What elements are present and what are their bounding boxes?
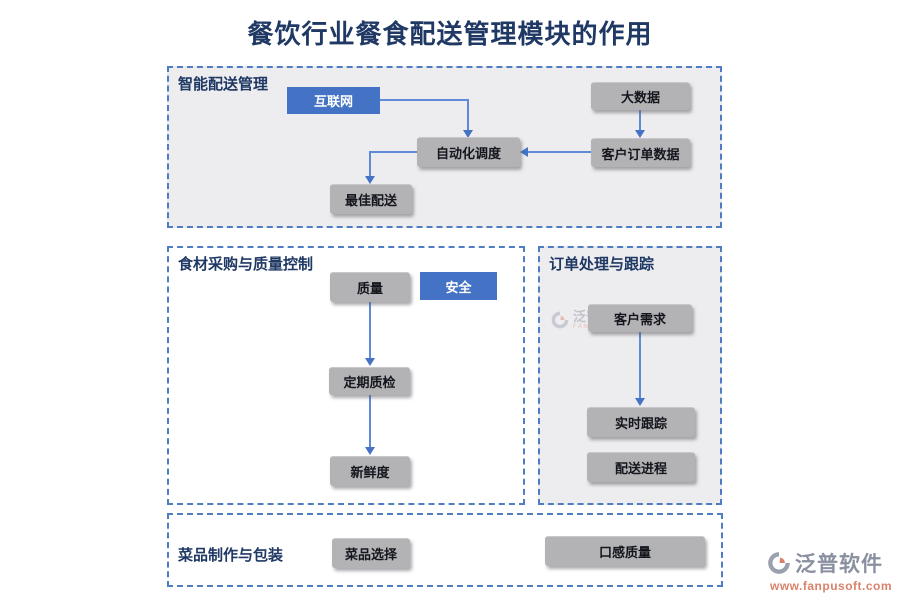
node-internet: 互联网: [287, 87, 380, 114]
fanpu-logo: 泛普软件 www.fanpusoft.com: [766, 548, 892, 593]
node-big-data: 大数据: [591, 82, 690, 110]
node-safety: 安全: [420, 272, 497, 300]
node-freshness: 新鲜度: [330, 456, 410, 486]
brand-name: 泛普软件: [795, 553, 883, 576]
section-label-order-tracking: 订单处理与跟踪: [549, 256, 655, 273]
node-periodic-inspection: 定期质检: [329, 367, 410, 395]
node-realtime-tracking: 实时跟踪: [587, 407, 695, 437]
arrowhead-down-icon: [635, 398, 645, 406]
node-best-delivery: 最佳配送: [330, 184, 412, 214]
page-title: 餐饮行业餐食配送管理模块的作用: [247, 20, 653, 49]
node-dish-selection: 菜品选择: [332, 538, 410, 568]
arrowhead-down-icon: [365, 176, 375, 184]
node-customer-demand: 客户需求: [588, 304, 692, 332]
arrowhead-down-icon: [365, 358, 375, 366]
fanpu-swirl-icon: [551, 311, 569, 329]
section-label-packaging: 菜品制作与包装: [178, 547, 284, 564]
node-auto-dispatch: 自动化调度: [417, 137, 520, 167]
node-delivery-progress: 配送进程: [587, 452, 695, 482]
arrowhead-down-icon: [635, 130, 645, 138]
node-customer-order-data: 客户订单数据: [591, 138, 690, 167]
section-label-smart-delivery: 智能配送管理: [178, 76, 269, 93]
node-taste-quality: 口感质量: [545, 536, 705, 566]
node-quality: 质量: [330, 272, 410, 302]
section-label-procurement: 食材采购与质量控制: [178, 256, 314, 273]
arrowhead-down-icon: [365, 447, 375, 455]
arrowhead-down-icon: [463, 130, 473, 138]
fanpu-swirl-icon: [768, 552, 790, 574]
brand-url: www.fanpusoft.com: [770, 579, 893, 593]
arrowhead-left-icon: [520, 147, 528, 157]
